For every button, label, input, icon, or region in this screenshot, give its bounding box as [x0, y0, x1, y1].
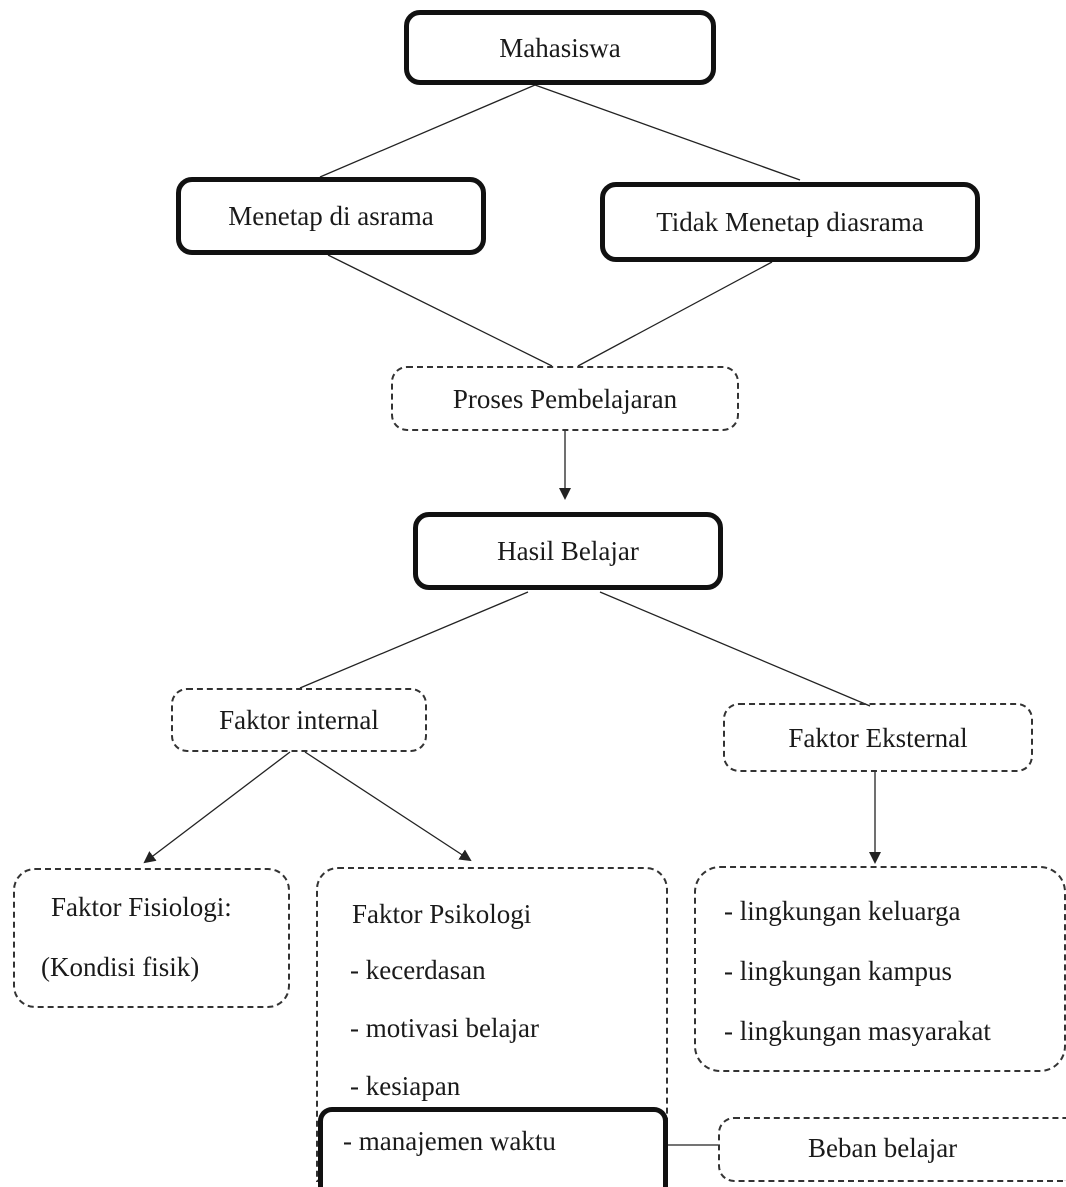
- node-menetap-label: Menetap di asrama: [228, 201, 434, 231]
- lingkungan-item: - lingkungan kampus: [724, 956, 952, 986]
- node-tidak-menetap-label: Tidak Menetap diasrama: [656, 207, 924, 237]
- node-beban-belajar-label: Beban belajar: [808, 1133, 958, 1163]
- node-faktor-psikologi: Faktor Psikologi - kecerdasan - motivasi…: [316, 867, 668, 1182]
- line-mahasiswa-menetap: [319, 84, 536, 178]
- node-faktor-internal-label: Faktor internal: [219, 705, 379, 735]
- node-faktor-fisiologi: Faktor Fisiologi: (Kondisi fisik): [13, 868, 290, 1008]
- psikologi-item: - motivasi belajar: [350, 1013, 539, 1043]
- fisiologi-detail: (Kondisi fisik): [41, 952, 200, 982]
- node-mahasiswa-label: Mahasiswa: [499, 32, 621, 63]
- node-hasil: Hasil Belajar: [413, 512, 723, 590]
- arrow-internal-psikologi: [304, 751, 472, 862]
- lingkungan-item: - lingkungan keluarga: [724, 896, 961, 926]
- psikologi-item: - kesiapan: [350, 1071, 461, 1101]
- node-faktor-eksternal-label: Faktor Eksternal: [788, 722, 968, 753]
- node-manajemen-waktu: - manajemen waktu: [318, 1107, 668, 1187]
- line-hasil-internal: [299, 591, 529, 689]
- node-faktor-eksternal: Faktor Eksternal: [723, 703, 1033, 772]
- node-mahasiswa: Mahasiswa: [404, 10, 716, 85]
- node-faktor-internal: Faktor internal: [171, 688, 427, 752]
- line-menetap-proses: [327, 254, 553, 367]
- node-proses-label: Proses Pembelajaran: [452, 383, 678, 414]
- arrow-internal-fisiologi: [143, 751, 291, 864]
- psikologi-item: - kecerdasan: [350, 955, 486, 985]
- node-hasil-label: Hasil Belajar: [497, 536, 639, 566]
- node-menetap: Menetap di asrama: [176, 177, 486, 255]
- fisiologi-title: Faktor Fisiologi:: [51, 892, 232, 922]
- line-mahasiswa-tidak-menetap: [534, 84, 801, 181]
- line-tidak-menetap-proses: [577, 261, 773, 367]
- lingkungan-item: - lingkungan masyarakat: [724, 1016, 991, 1046]
- psikologi-item-manajemen: - manajemen waktu: [343, 1126, 556, 1156]
- line-hasil-eksternal: [599, 591, 871, 707]
- node-tidak-menetap: Tidak Menetap diasrama: [600, 182, 980, 262]
- node-proses: Proses Pembelajaran: [391, 366, 739, 431]
- node-beban-belajar: Beban belajar: [718, 1117, 1066, 1182]
- psikologi-title: Faktor Psikologi: [352, 899, 532, 929]
- node-lingkungan: - lingkungan keluarga - lingkungan kampu…: [694, 866, 1066, 1072]
